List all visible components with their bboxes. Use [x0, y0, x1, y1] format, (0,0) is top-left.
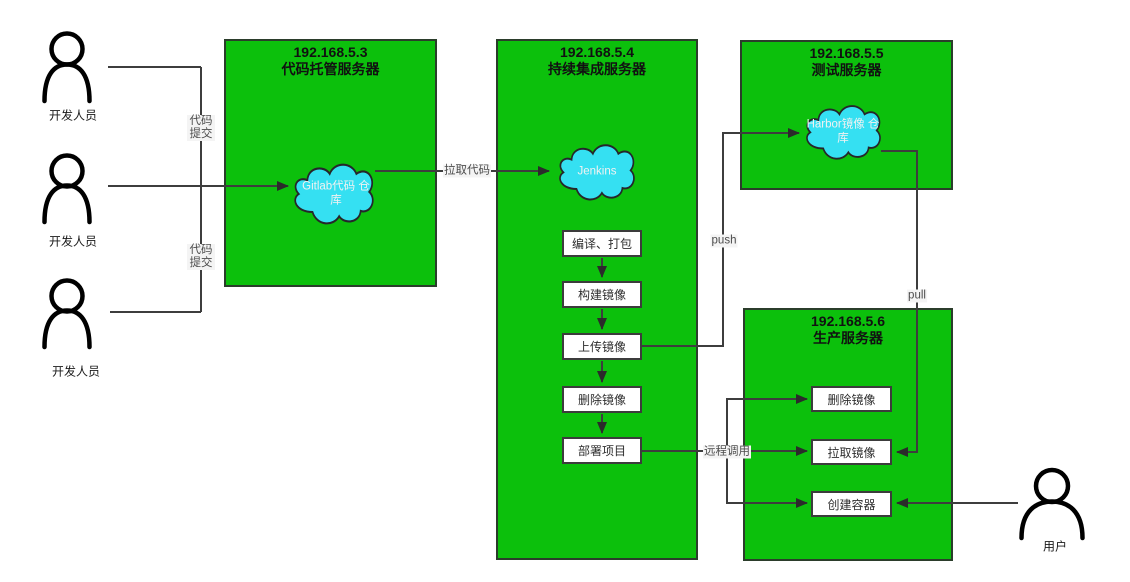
- edge-label-push: push: [710, 234, 738, 248]
- connector-remote-call-create-container: [726, 451, 808, 508]
- developer-1-label: 开发人员: [48, 108, 98, 123]
- developer-2-icon: [42, 153, 92, 225]
- edge-label-pull: pull: [907, 289, 927, 303]
- jenkins-cloud-shape: [559, 144, 635, 201]
- harbor-cloud-label: Harbor镜像 仓库: [806, 118, 880, 145]
- server-title: 192.168.5.5 测试服务器: [742, 45, 951, 79]
- step-upload-image: 上传镜像: [562, 333, 642, 360]
- harbor-cloud-shape: [806, 105, 881, 160]
- step-delete-image-ci: 删除镜像: [562, 386, 642, 413]
- developer-1-icon: [42, 31, 92, 104]
- step-delete-image-prod: 删除镜像: [811, 386, 892, 412]
- user-label: 用户: [1042, 539, 1068, 554]
- edge-label-code-commit-2: 代码提交: [187, 244, 215, 270]
- step-deploy-project: 部署项目: [562, 437, 642, 464]
- server-title: 192.168.5.6 生产服务器: [745, 313, 951, 347]
- step-create-container: 创建容器: [811, 491, 892, 517]
- gitlab-cloud-label: Gitlab代码 仓库: [302, 180, 370, 207]
- edge-label-pull-code: 拉取代码: [443, 164, 491, 178]
- developer-3-icon: [42, 278, 92, 350]
- server-name: 持续集成服务器: [548, 61, 646, 77]
- step-compile-package: 编译、打包: [562, 230, 642, 257]
- server-name: 代码托管服务器: [281, 61, 380, 77]
- developer-3-label: 开发人员: [51, 364, 101, 379]
- jenkins-cloud-label: Jenkins: [577, 165, 617, 178]
- connector-remote-call-delete-image: [726, 394, 808, 451]
- server-ip: 192.168.5.4: [560, 44, 634, 60]
- gitlab-cloud-shape: [294, 163, 374, 225]
- edge-label-remote-call: 远程调用: [703, 445, 751, 459]
- step-build-image: 构建镜像: [562, 281, 642, 308]
- developer-2-label: 开发人员: [48, 234, 98, 249]
- server-title: 192.168.5.4 持续集成服务器: [498, 44, 696, 78]
- server-ip: 192.168.5.3: [293, 44, 368, 60]
- server-name: 测试服务器: [811, 62, 882, 78]
- edge-label-code-commit-1: 代码提交: [187, 115, 215, 141]
- server-ip: 192.168.5.5: [809, 45, 884, 61]
- server-title: 192.168.5.3 代码托管服务器: [226, 44, 435, 78]
- server-box-code-hosting: 192.168.5.3 代码托管服务器: [224, 39, 437, 287]
- server-ip: 192.168.5.6: [811, 313, 885, 329]
- step-pull-image: 拉取镜像: [811, 439, 892, 465]
- server-name: 生产服务器: [813, 330, 883, 346]
- user-icon: [1019, 467, 1085, 541]
